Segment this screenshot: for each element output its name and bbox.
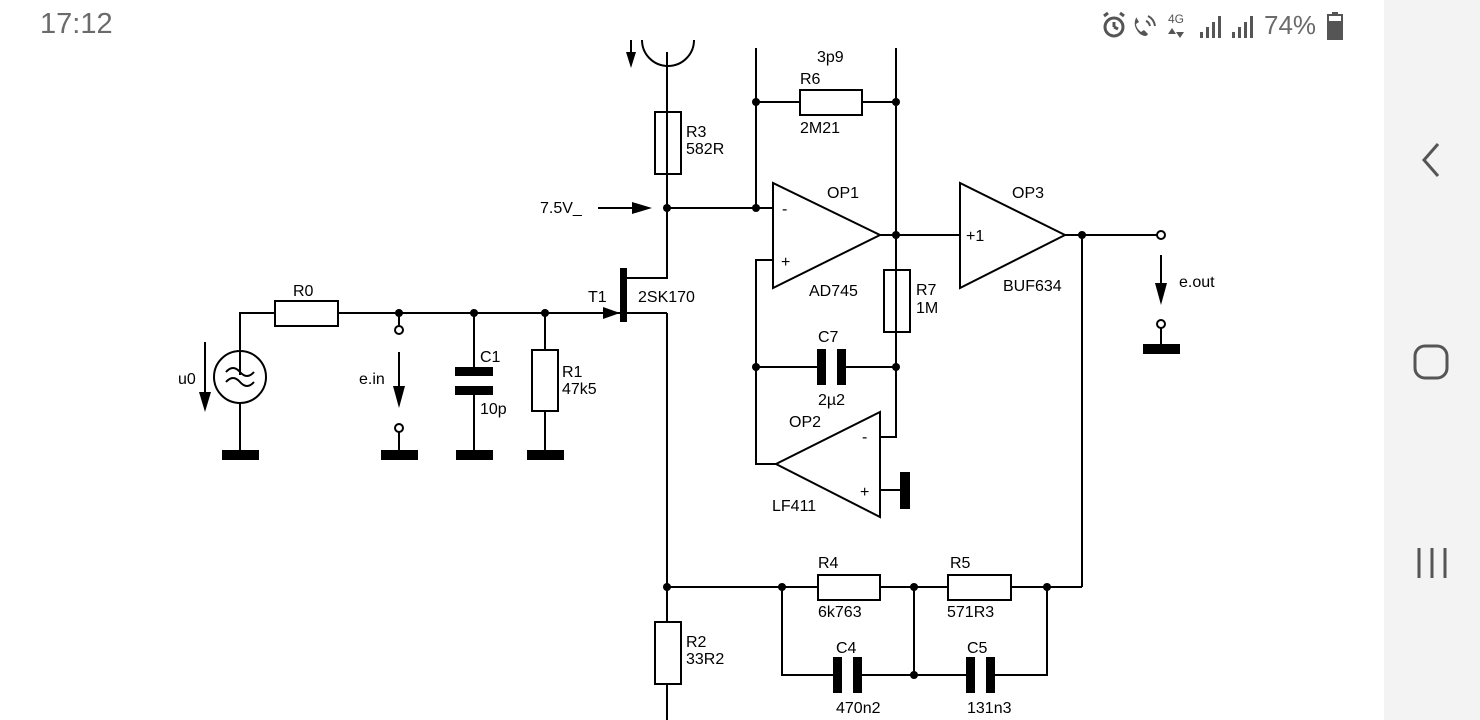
r3-value: 582R bbox=[686, 141, 724, 158]
c4-name: C4 bbox=[836, 640, 857, 657]
clock: 17:12 bbox=[40, 8, 113, 40]
resistor-r0 bbox=[274, 300, 339, 327]
r3-name: R3 bbox=[686, 124, 707, 141]
c7-name: C7 bbox=[818, 329, 839, 346]
capacitor-c1 bbox=[455, 367, 493, 376]
capacitor-c5 bbox=[966, 657, 975, 693]
op1-name: OP1 bbox=[827, 185, 859, 202]
alarm-icon bbox=[1103, 11, 1125, 38]
capacitor-c7 bbox=[817, 349, 826, 385]
r2-name: R2 bbox=[686, 634, 707, 651]
signal-icon bbox=[1200, 16, 1221, 38]
svg-text:4G: 4G bbox=[1168, 12, 1184, 26]
r4-name: R4 bbox=[818, 555, 839, 572]
resistor-r7 bbox=[883, 269, 911, 333]
r5-value: 571R3 bbox=[947, 604, 994, 621]
capacitor-c4 bbox=[833, 657, 842, 693]
r1-name: R1 bbox=[562, 364, 583, 381]
op1-plus: + bbox=[781, 254, 790, 271]
transistor-t1 bbox=[620, 268, 627, 322]
circuit-schematic: R0 u0 e.in C1 10p R1 47k5 T1 2SK170 7.5V… bbox=[178, 39, 1215, 720]
op2-part: LF411 bbox=[772, 498, 816, 515]
op2-minus: - bbox=[862, 429, 867, 446]
op2-plus: + bbox=[860, 484, 869, 501]
c4-value: 470n2 bbox=[836, 700, 881, 717]
op1-part: AD745 bbox=[809, 283, 858, 300]
resistor-r2 bbox=[654, 621, 682, 685]
wifi-calling-icon bbox=[1134, 15, 1156, 36]
c5-value: 131n3 bbox=[967, 700, 1012, 717]
op2-name: OP2 bbox=[789, 414, 821, 431]
recent-apps-icon[interactable] bbox=[1414, 545, 1450, 581]
op3-part: BUF634 bbox=[1003, 278, 1062, 295]
opamp-op3 bbox=[959, 181, 1068, 290]
resistor-r1 bbox=[531, 349, 559, 412]
e-out-label: e.out bbox=[1179, 274, 1215, 291]
r7-name: R7 bbox=[916, 282, 937, 299]
resistor-r3 bbox=[654, 111, 682, 175]
u0-label: u0 bbox=[178, 371, 196, 388]
r0-label: R0 bbox=[293, 283, 314, 300]
c7-value: 2µ2 bbox=[818, 392, 845, 409]
r7-value: 1M bbox=[916, 300, 938, 317]
r5-name: R5 bbox=[950, 555, 971, 572]
opamp-op1 bbox=[772, 181, 883, 290]
status-icons: 4G bbox=[1103, 11, 1253, 38]
resistor-r5 bbox=[947, 574, 1012, 601]
c5-name: C5 bbox=[967, 640, 988, 657]
t1-part: 2SK170 bbox=[638, 289, 695, 306]
signal-icon bbox=[1232, 16, 1253, 38]
c1-value: 10p bbox=[480, 401, 507, 418]
r6-name: R6 bbox=[800, 71, 821, 88]
r6-value: 2M21 bbox=[800, 120, 840, 137]
back-icon[interactable] bbox=[1416, 140, 1446, 180]
e-in-label: e.in bbox=[359, 371, 385, 388]
battery-icon bbox=[1327, 12, 1343, 40]
bias-voltage-label: 7.5V_ bbox=[540, 200, 583, 217]
resistor-r6 bbox=[799, 89, 863, 116]
r2-value: 33R2 bbox=[686, 651, 724, 668]
home-icon[interactable] bbox=[1412, 343, 1450, 381]
opamp-op2 bbox=[773, 410, 881, 519]
op3-gain: +1 bbox=[966, 228, 984, 245]
status-bar: 17:12 4G bbox=[0, 0, 1384, 52]
op1-minus: - bbox=[782, 201, 787, 218]
network-4g-icon: 4G bbox=[1168, 12, 1184, 38]
t1-name: T1 bbox=[588, 289, 607, 306]
r1-value: 47k5 bbox=[562, 381, 597, 398]
c1-name: C1 bbox=[480, 349, 501, 366]
feedback-cap-label: 3p9 bbox=[817, 49, 844, 66]
r4-value: 6k763 bbox=[818, 604, 862, 621]
op3-name: OP3 bbox=[1012, 185, 1044, 202]
resistor-r4 bbox=[817, 574, 881, 601]
battery-percentage: 74% bbox=[1264, 10, 1317, 40]
navigation-bar bbox=[1384, 0, 1480, 720]
